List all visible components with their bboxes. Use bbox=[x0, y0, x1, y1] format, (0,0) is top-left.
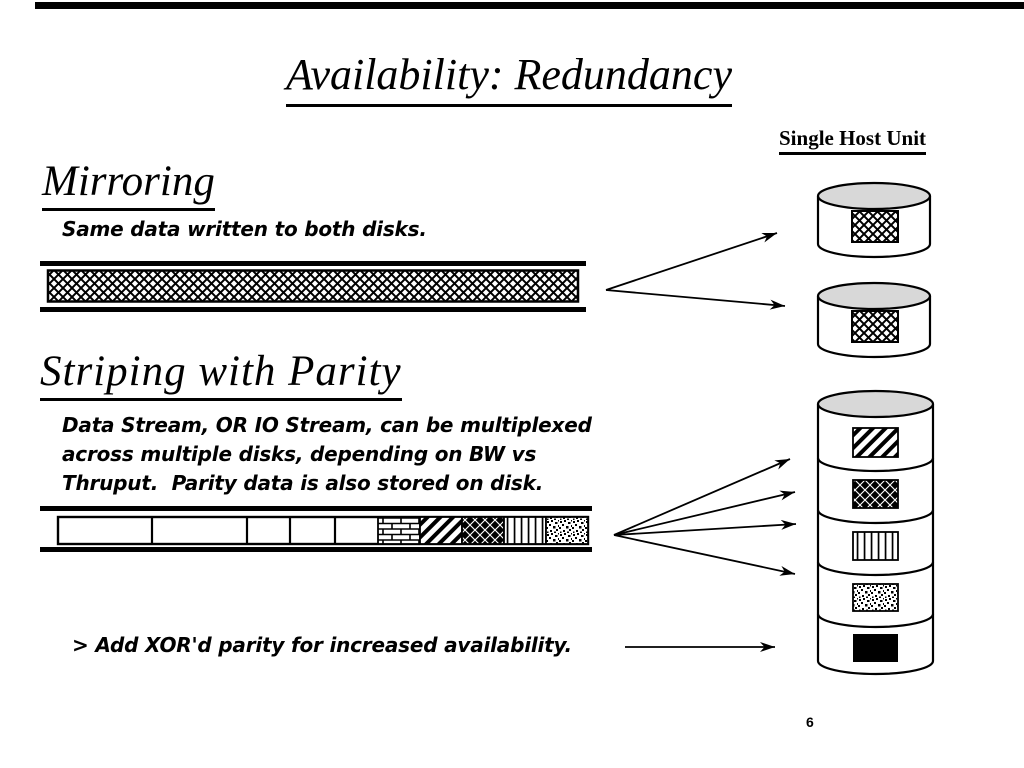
stack-separator-1 bbox=[816, 457, 935, 473]
mirror-disk-1 bbox=[816, 181, 932, 259]
disk-data-patch-crosshatch bbox=[851, 310, 899, 343]
stripe-arrow-4 bbox=[613, 534, 796, 576]
stack-separator-2 bbox=[816, 509, 935, 525]
stripe-rule-bottom bbox=[40, 547, 592, 552]
disk-data-patch-crosshatch bbox=[851, 210, 899, 243]
disk-stack bbox=[816, 389, 935, 676]
disk-top-ellipse bbox=[816, 181, 932, 211]
stack-separator-3 bbox=[816, 561, 935, 577]
striping-caption: Data Stream, OR IO Stream, can be multip… bbox=[62, 413, 592, 495]
stack-patch-speckle bbox=[852, 583, 899, 612]
stripe-segment-speckle bbox=[545, 516, 589, 545]
stack-patch-parity-black bbox=[853, 634, 898, 662]
stripe-segment-dividers bbox=[150, 517, 337, 544]
mirroring-heading: Mirroring bbox=[42, 158, 215, 212]
mirroring-data-bar bbox=[46, 269, 580, 303]
stripe-rule-top bbox=[40, 506, 592, 511]
stripe-segment-diagonal bbox=[419, 516, 463, 545]
stripe-arrow-3 bbox=[613, 519, 797, 536]
mirror-arrow-top bbox=[605, 232, 778, 291]
stack-separator-4 bbox=[816, 613, 935, 629]
parity-note: > Add XOR'd parity for increased availab… bbox=[72, 633, 572, 657]
top-rule bbox=[35, 2, 1024, 9]
mirroring-rule-top bbox=[40, 261, 586, 266]
page-number: 6 bbox=[806, 714, 814, 730]
stack-patch-vertical bbox=[852, 531, 899, 561]
striping-heading: Striping with Parity bbox=[40, 348, 402, 402]
stripe-segment-brick bbox=[377, 516, 421, 545]
single-host-unit-label: Single Host Unit bbox=[779, 126, 927, 155]
mirror-arrow-bottom bbox=[605, 289, 786, 310]
page-title: Availability: Redundancy bbox=[286, 50, 732, 107]
mirroring-caption: Same data written to both disks. bbox=[62, 217, 427, 241]
stripe-arrow-2 bbox=[613, 490, 796, 536]
mirror-disk-2 bbox=[816, 281, 932, 359]
mirroring-rule-bottom bbox=[40, 307, 586, 312]
stripe-segment-vertical bbox=[503, 516, 547, 545]
page-title-text: Availability: Redundancy bbox=[286, 50, 732, 107]
disk-top-ellipse bbox=[816, 281, 932, 311]
stack-patch-diamonds bbox=[852, 479, 899, 509]
stripe-segment-diamonds bbox=[461, 516, 505, 545]
stack-top-ellipse bbox=[816, 389, 935, 419]
stripe-arrow-1 bbox=[613, 458, 791, 536]
stripe-data-bar bbox=[56, 515, 590, 546]
stack-patch-diagonal bbox=[852, 427, 899, 458]
